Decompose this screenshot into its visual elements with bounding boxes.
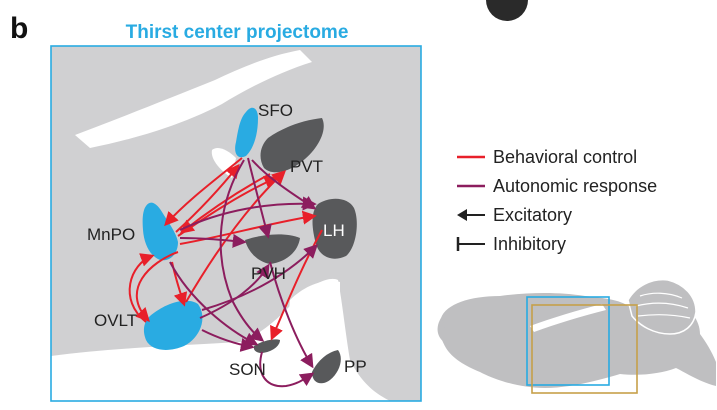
lh-region xyxy=(312,198,357,259)
arrow-pvh-pp xyxy=(269,261,314,369)
pvt-region xyxy=(260,118,324,173)
arrow-sfo-son xyxy=(219,159,265,342)
legend-label-autonomic: Autonomic response xyxy=(493,176,658,196)
label-pp: PP xyxy=(344,357,367,376)
arrow-ovlt-mnpo-loop xyxy=(128,253,155,323)
legend-label-behavioral: Behavioral control xyxy=(493,147,638,167)
diagram-frame xyxy=(50,45,422,402)
label-ovlt: OVLT xyxy=(94,311,137,330)
legend-label-inhibitory: Inhibitory xyxy=(493,234,567,254)
mnpo-region xyxy=(142,202,178,261)
arrow-sfo-pvh xyxy=(247,157,272,239)
pp-region xyxy=(312,350,341,384)
diagram-title: Thirst center projectome xyxy=(125,22,349,43)
arrow-mnpo-lh-red xyxy=(179,210,317,245)
label-lh: LH xyxy=(323,221,345,240)
brain-tissue xyxy=(51,46,421,401)
bar-head-icon xyxy=(456,237,485,251)
ventricle-curve xyxy=(75,50,312,148)
arrow-lh-son xyxy=(270,229,323,341)
arrow-ovlt-son xyxy=(201,329,255,352)
legend-label-excitatory: Excitatory xyxy=(493,205,573,225)
pvh-region xyxy=(245,234,300,264)
panel-label: b xyxy=(10,12,29,45)
label-sfo: SFO xyxy=(258,101,293,120)
son-region xyxy=(253,339,280,353)
red-line-icon xyxy=(457,155,485,159)
arrow-son-pp xyxy=(259,351,315,388)
arrow-head-icon xyxy=(457,209,485,221)
arrow-mnpo-ovlt-loop xyxy=(135,251,179,323)
label-pvt: PVT xyxy=(290,157,323,176)
ovlt-region xyxy=(143,300,203,350)
purple-line-icon xyxy=(457,184,485,188)
arrow-mnpo-lh xyxy=(179,196,317,231)
label-pvh: PVH xyxy=(251,264,286,283)
label-mnpo: MnPO xyxy=(87,225,135,244)
arrow-mnpo-pvh xyxy=(179,233,247,248)
arrow-ovlt-pvt xyxy=(185,170,287,303)
arrow-ovlt-pvh xyxy=(199,263,270,319)
label-son: SON xyxy=(229,360,266,379)
sfo-region xyxy=(235,107,258,158)
arrow-ovlt-lh xyxy=(201,244,318,311)
